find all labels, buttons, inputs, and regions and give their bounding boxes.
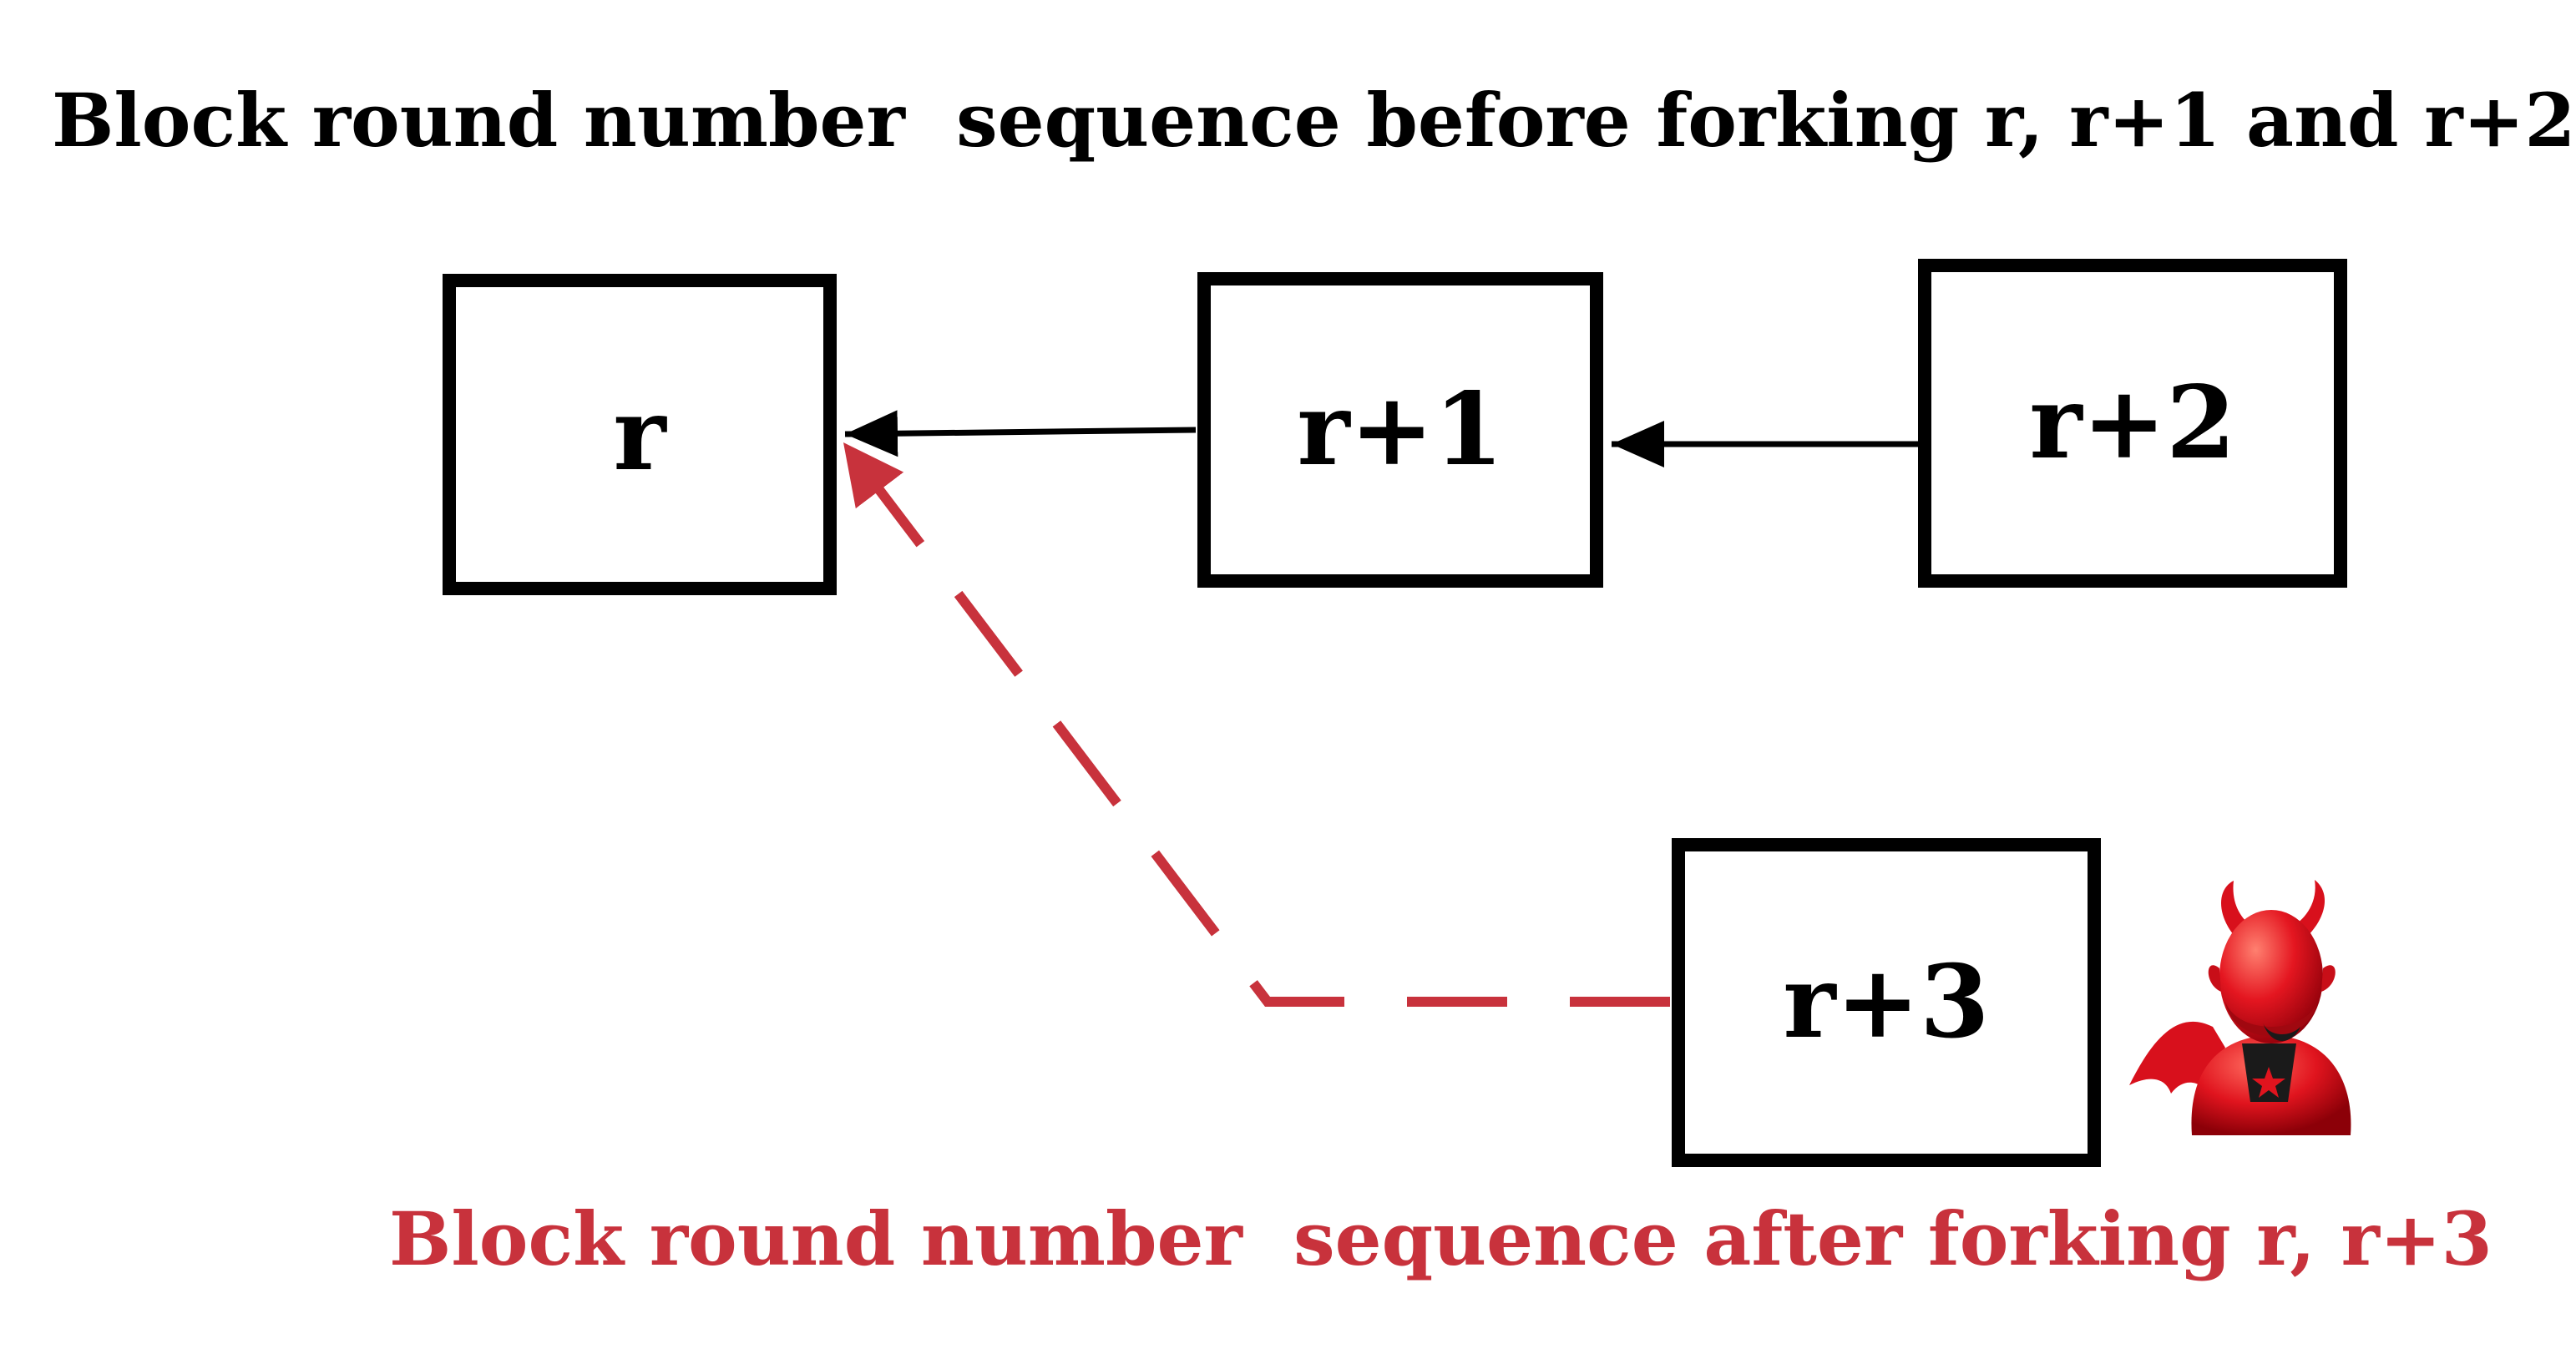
block-r: r xyxy=(443,274,837,595)
red-devil-attacker-icon xyxy=(2129,880,2351,1135)
fork-diagram: Block round number sequence before forki… xyxy=(52,83,2576,1282)
block-r-plus-1: r+1 xyxy=(1197,272,1603,588)
block-r-plus-1-label: r+1 xyxy=(1297,371,1504,488)
link-r1-to-r xyxy=(844,410,1197,457)
fork-link-r3-to-r xyxy=(839,439,1670,1007)
caption-before-forking: Block round number sequence before forki… xyxy=(52,77,2576,164)
chain-links xyxy=(839,410,1918,1007)
caption-after-forking: Block round number sequence after forkin… xyxy=(389,1195,2492,1282)
block-r-plus-2: r+2 xyxy=(1918,259,2347,588)
block-r-plus-3: r+3 xyxy=(1672,838,2101,1167)
block-r-label: r xyxy=(613,375,666,493)
block-r-plus-2-label: r+2 xyxy=(2029,364,2236,482)
block-r-plus-3-label: r+3 xyxy=(1783,943,1990,1061)
